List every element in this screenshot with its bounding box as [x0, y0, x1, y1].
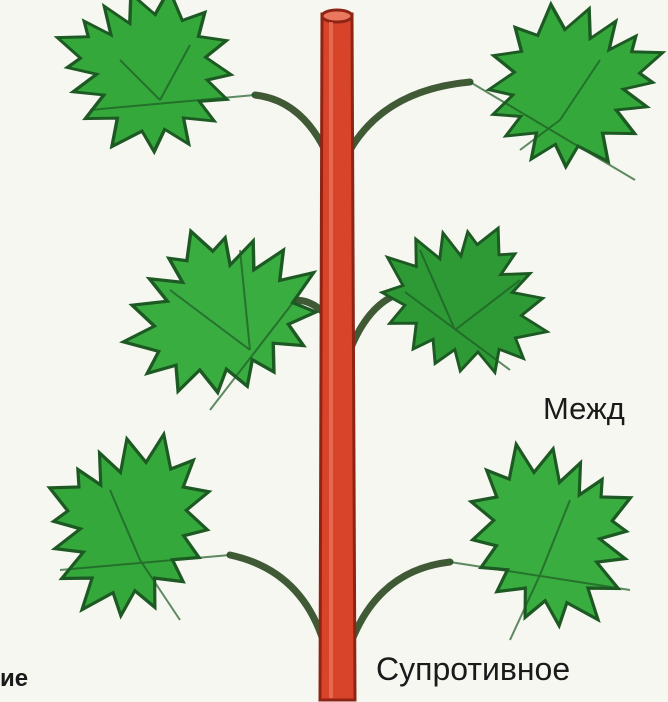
leaf-bottom-right-icon — [440, 410, 668, 655]
leaf-mid-left-icon — [96, 197, 343, 421]
leaf-top-left-icon — [29, 0, 256, 178]
petiole-top-left — [255, 95, 325, 150]
stem-icon — [320, 10, 355, 700]
label-internode: Межд — [543, 392, 625, 426]
leaf-mid-right-icon — [355, 191, 578, 401]
petiole-top-right — [350, 82, 470, 150]
petiole-bottom-right — [352, 562, 450, 640]
label-left-cut: ие — [0, 662, 28, 696]
label-opposite: Супротивное — [376, 652, 570, 686]
petiole-bottom-left — [230, 555, 323, 640]
